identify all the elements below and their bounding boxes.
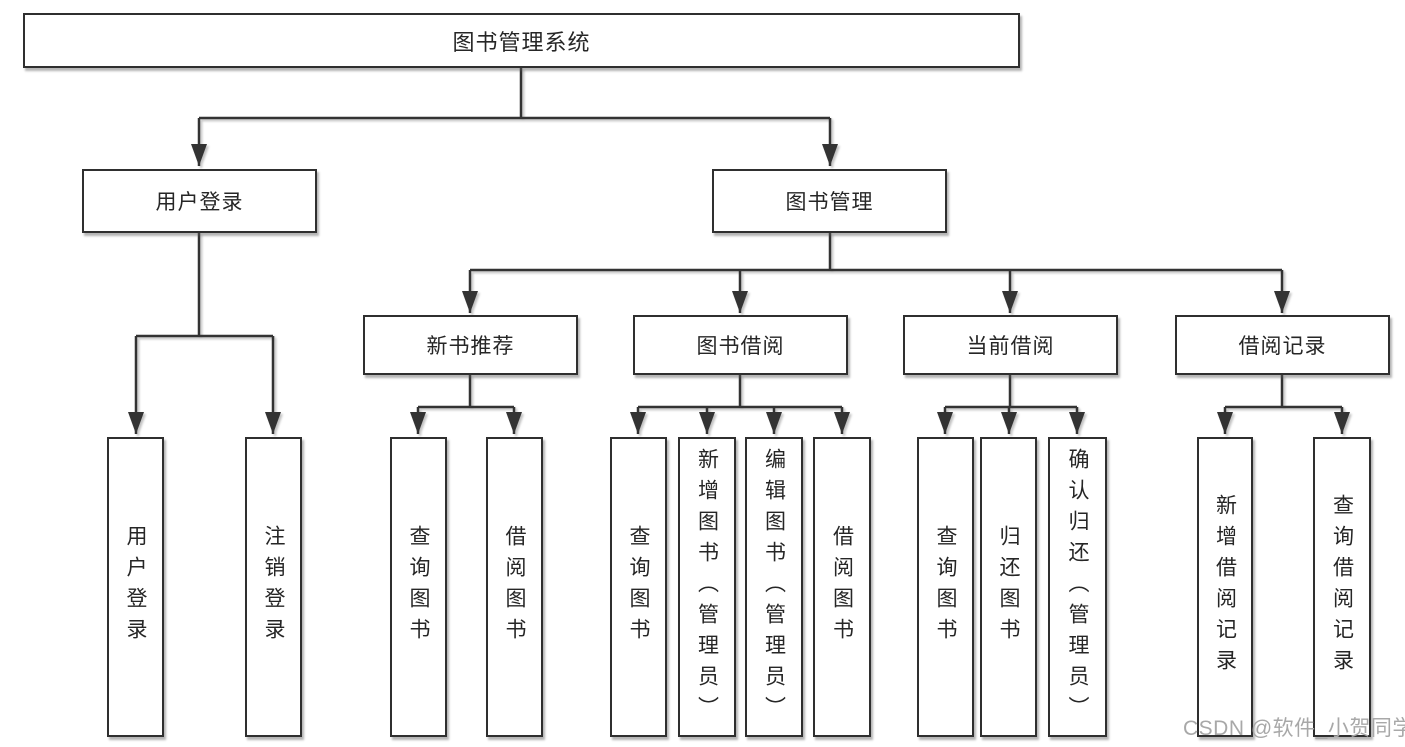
node-root-label: 图书管理系统 xyxy=(452,29,591,55)
leaf-borrow-query-books: 查询图书 xyxy=(610,437,667,737)
node-label: 图书借阅 xyxy=(696,335,785,358)
leaf-current-query-books: 查询图书 xyxy=(917,437,974,737)
node-borrow-records: 借阅记录 xyxy=(1175,315,1390,375)
leaf-label: 归还图书 xyxy=(997,525,1020,649)
leaf-logout: 注销登录 xyxy=(245,437,302,737)
leaf-current-return-books: 归还图书 xyxy=(980,437,1037,737)
node-new-book-recommend: 新书推荐 xyxy=(363,315,578,375)
leaf-label: 查询借阅记录 xyxy=(1330,494,1354,680)
node-label: 借阅记录 xyxy=(1238,335,1327,358)
node-label: 新书推荐 xyxy=(426,335,515,358)
leaf-label: 新增图书（管理员） xyxy=(695,447,719,727)
node-label: 用户登录 xyxy=(155,191,244,214)
leaf-newbook-borrow-books: 借阅图书 xyxy=(486,437,543,737)
leaf-label: 用户登录 xyxy=(124,525,147,649)
leaf-label: 借阅图书 xyxy=(830,525,854,649)
leaf-records-query-borrow-record: 查询借阅记录 xyxy=(1313,437,1371,737)
leaf-label: 查询图书 xyxy=(934,525,957,649)
leaf-label: 确认归还（管理员） xyxy=(1066,447,1089,727)
leaf-borrow-edit-books-admin: 编辑图书（管理员） xyxy=(745,437,803,737)
node-root: 图书管理系统 xyxy=(23,13,1020,68)
leaf-newbook-query-books: 查询图书 xyxy=(390,437,447,737)
leaf-borrow-borrow-books: 借阅图书 xyxy=(813,437,871,737)
leaf-current-confirm-return-admin: 确认归还（管理员） xyxy=(1048,437,1107,737)
node-label: 图书管理 xyxy=(785,191,874,214)
node-book-borrow: 图书借阅 xyxy=(633,315,848,375)
node-user-login-group: 用户登录 xyxy=(82,169,317,233)
node-book-management: 图书管理 xyxy=(712,169,947,233)
leaf-records-add-borrow-record: 新增借阅记录 xyxy=(1197,437,1253,737)
leaf-label: 查询图书 xyxy=(627,525,650,649)
leaf-label: 注销登录 xyxy=(262,525,285,649)
leaf-label: 编辑图书（管理员） xyxy=(762,447,786,727)
leaf-label: 查询图书 xyxy=(407,525,430,649)
leaf-label: 借阅图书 xyxy=(503,525,526,649)
leaf-user-login: 用户登录 xyxy=(107,437,164,737)
csdn-watermark: CSDN @软件_小贺同学 xyxy=(1183,717,1405,740)
leaf-label: 新增借阅记录 xyxy=(1213,494,1237,680)
node-label: 当前借阅 xyxy=(966,335,1055,358)
node-current-borrow: 当前借阅 xyxy=(903,315,1118,375)
leaf-borrow-add-books-admin: 新增图书（管理员） xyxy=(678,437,736,737)
